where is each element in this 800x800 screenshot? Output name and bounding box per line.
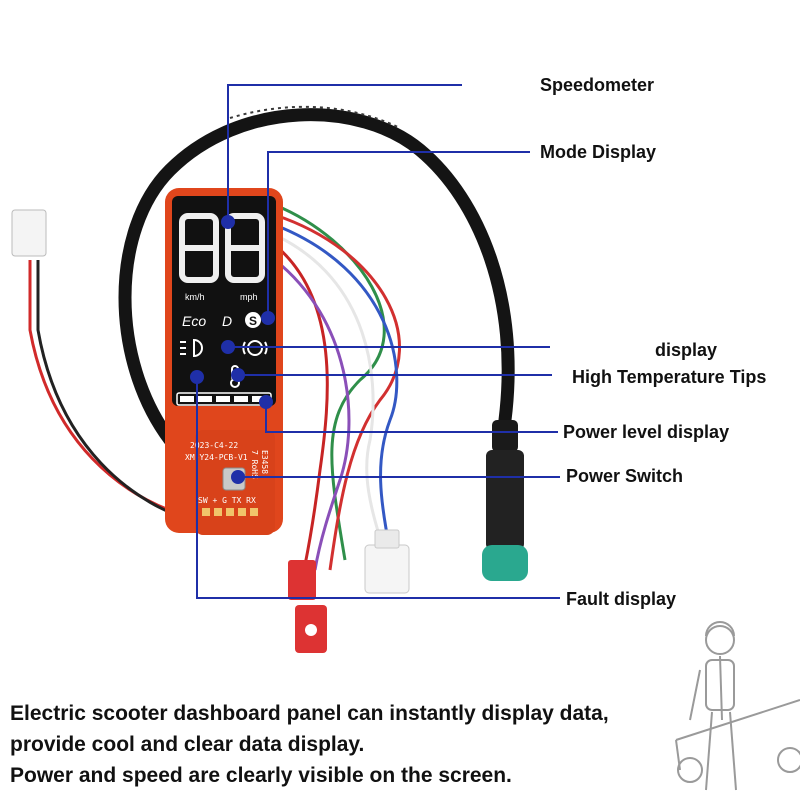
- wire-green: [274, 203, 386, 561]
- callout-power-switch: Power Switch: [566, 466, 684, 486]
- callout-fault-display: Fault display: [566, 589, 677, 609]
- caption-line-2: provide cool and clear data display.: [10, 733, 365, 756]
- headlight-icon: [180, 338, 203, 358]
- connector-tip: [482, 545, 528, 581]
- pcb-pins: SW + G TX RX: [198, 496, 256, 505]
- connector-boot: [492, 420, 518, 452]
- cable-print: [229, 105, 401, 129]
- callout-high-temperature-tips: High Temperature Tips: [572, 367, 767, 387]
- red-terminal-1: [288, 560, 316, 600]
- callout-display: display: [655, 340, 718, 360]
- mode-s-badge: [245, 312, 261, 328]
- main-cable: [118, 108, 515, 447]
- red-terminal-hole: [305, 624, 317, 636]
- leader-dots: [190, 215, 275, 484]
- connector-body: [486, 450, 524, 550]
- unit-mph: mph: [240, 292, 258, 302]
- pcb-pads: [202, 508, 258, 516]
- wire-red-2: [274, 243, 329, 566]
- pcb-rohs: 7 RoHS: [250, 450, 259, 479]
- wire-blue: [274, 223, 399, 551]
- wire-white: [274, 233, 387, 556]
- leader-lines: [196, 84, 560, 599]
- rider-illustration: [675, 621, 800, 791]
- unit-kmh: km/h: [185, 292, 205, 302]
- callout-power-level-display: Power level display: [563, 422, 730, 442]
- pcb-side-code: E3458: [260, 450, 269, 474]
- pcb-model: XM-Y24-PCB-V1: [185, 453, 248, 462]
- mode-d: D: [222, 313, 232, 329]
- white-connector-latch: [374, 529, 400, 549]
- callout-speedometer: Speedometer: [540, 75, 655, 95]
- wire-red-1: [274, 213, 401, 571]
- wire-purple: [274, 258, 351, 571]
- caption-line-1: Electric scooter dashboard panel can ins…: [10, 702, 609, 725]
- pcb-date: 2023-C4-22: [190, 441, 238, 450]
- mode-s: S: [249, 314, 257, 328]
- left-white-plug: [11, 209, 47, 257]
- caption-line-3: Power and speed are clearly visible on t…: [10, 764, 512, 787]
- white-connector: [364, 544, 410, 594]
- callout-mode-display: Mode Display: [540, 142, 657, 162]
- speed-digits: [179, 213, 265, 283]
- mode-eco: Eco: [182, 313, 206, 329]
